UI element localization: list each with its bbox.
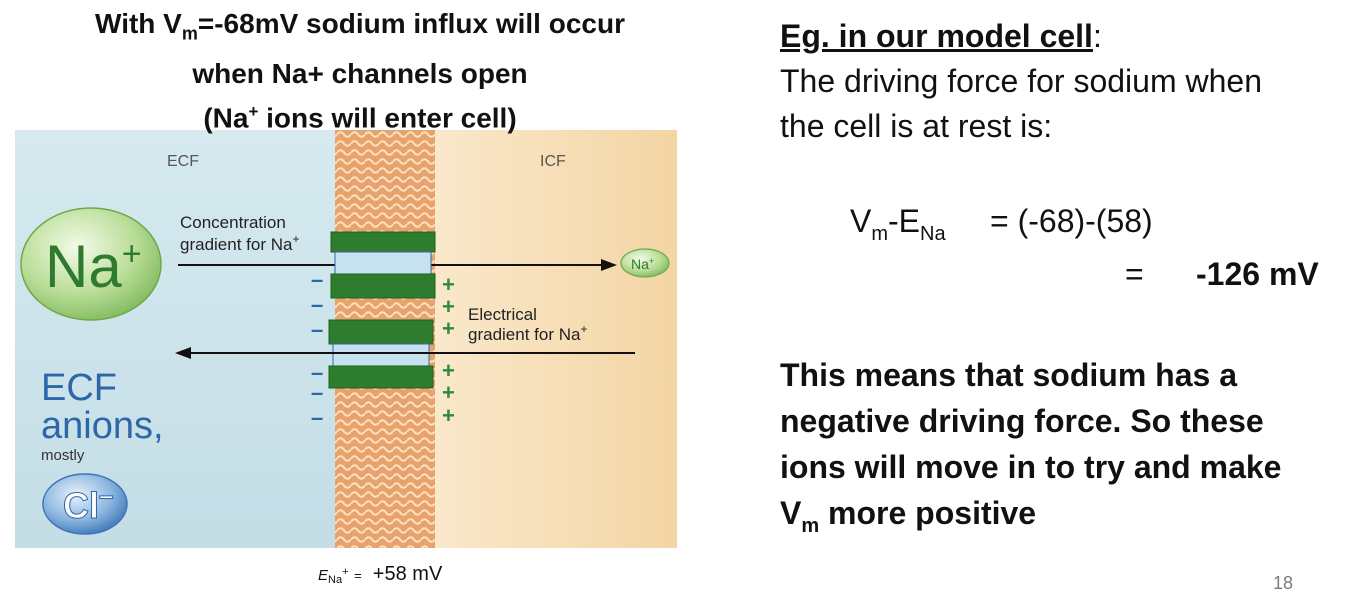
heading-line-1-post: =-68mV sodium influx will occur	[197, 8, 625, 39]
heading-line-1-pre: With V	[95, 8, 182, 39]
ecf-anions-label-1: ECF	[41, 367, 117, 409]
e-equals: =	[354, 568, 362, 583]
na-ion-large-label: Na+	[45, 233, 142, 300]
ecf-anions-label-3: mostly	[41, 447, 85, 464]
svg-text:–: –	[311, 317, 323, 342]
heading-line-2: when Na+ channels open	[0, 58, 720, 90]
sodium-channel-lower-bottom-subunit	[328, 365, 434, 389]
sodium-channel-lower-pore	[332, 343, 430, 367]
equilibrium-potential-label: ENa+ = +58 mV	[318, 563, 442, 586]
svg-text:+: +	[442, 403, 455, 428]
conclusion-line-2: negative driving force. So these	[780, 403, 1264, 439]
concentration-arrowhead	[601, 259, 617, 271]
e-subscript: Na	[328, 574, 343, 586]
heading-line-1: With Vm=-68mV sodium influx will occur	[0, 8, 720, 45]
e-value: +58 mV	[372, 563, 443, 585]
e-symbol: E	[318, 567, 329, 584]
positive-charges-icf-side: + + + + + +	[442, 272, 455, 428]
page-number: 18	[1273, 573, 1294, 593]
svg-text:–: –	[311, 267, 323, 292]
example-colon: :	[1092, 18, 1102, 54]
ecf-label: ECF	[167, 153, 199, 170]
heading-line-3-post: ions will enter cell)	[258, 102, 517, 134]
conclusion-vm-subscript: m	[801, 515, 820, 537]
svg-text:–: –	[311, 380, 323, 405]
heading-line-3-pre: (Na	[203, 102, 249, 134]
na-ion-small	[620, 248, 670, 278]
sodium-channel-upper-top-subunit	[330, 231, 436, 253]
eq-minus-e: -E	[888, 203, 921, 239]
electrical-arrowhead	[175, 347, 191, 359]
example-heading: Eg. in our model cell:	[780, 18, 1102, 55]
negative-charges-ecf-side: – – – – – –	[311, 267, 323, 430]
conclusion-line-1: This means that sodium has a	[780, 357, 1237, 393]
eq-v-subscript: m	[871, 223, 889, 245]
cl-ion-label: Cl–	[63, 480, 113, 526]
conclusion-text: This means that sodium has a negative dr…	[780, 352, 1340, 536]
na-ion-large	[20, 207, 162, 321]
ecf-anions-label-2: anions,	[41, 405, 164, 447]
cl-ion	[42, 473, 128, 535]
example-label: Eg. in our model cell	[780, 18, 1093, 54]
conclusion-vm: V	[780, 495, 802, 531]
concentration-gradient-label-1: Concentration	[180, 213, 286, 232]
svg-text:+: +	[442, 294, 455, 319]
heading-line-3: (Na+ ions will enter cell)	[0, 102, 720, 134]
heading-line-2-text: when Na+ channels open	[192, 58, 528, 89]
electrical-gradient-label-1: Electrical	[468, 305, 537, 324]
membrane-diagram: ECF ICF Na+ Concentration gradient for N…	[15, 130, 677, 548]
intro-line-1: The driving force for sodium when	[780, 63, 1262, 99]
svg-text:+: +	[442, 358, 455, 383]
equation-result: -126 mV	[1196, 256, 1319, 292]
sodium-channel-lower-top-subunit	[328, 319, 434, 345]
equation-line-2-equals: =	[1125, 256, 1144, 292]
conclusion-line-4-post: more positive	[819, 495, 1037, 531]
e-superscript: +	[342, 566, 349, 578]
svg-text:+: +	[442, 272, 455, 297]
conclusion-line-4: Vm more positive	[780, 490, 1340, 536]
svg-text:+: +	[442, 380, 455, 405]
electrical-gradient-label-2: gradient for Na+	[468, 322, 587, 344]
equation-rhs: = (-68)-(58)	[990, 203, 1153, 239]
svg-text:–: –	[311, 405, 323, 430]
equation-line-1: Vm-ENa	[850, 203, 946, 246]
sodium-channel-upper-bottom-subunit	[330, 273, 436, 299]
concentration-gradient-label-2: gradient for Na+	[180, 232, 299, 254]
heading-na-superscript: +	[248, 102, 259, 121]
eq-e-subscript: Na	[920, 223, 946, 245]
sodium-channel-upper-pore	[334, 251, 432, 275]
heading-vm-subscript: m	[181, 23, 198, 44]
na-ion-small-label: Na+	[631, 256, 654, 272]
icf-label: ICF	[540, 153, 566, 170]
svg-text:–: –	[311, 292, 323, 317]
conclusion-line-3: ions will move in to try and make	[780, 449, 1282, 485]
svg-text:–: –	[311, 360, 323, 385]
intro-line-2: the cell is at rest is:	[780, 108, 1053, 144]
svg-text:+: +	[442, 316, 455, 341]
eq-v: V	[850, 203, 872, 239]
